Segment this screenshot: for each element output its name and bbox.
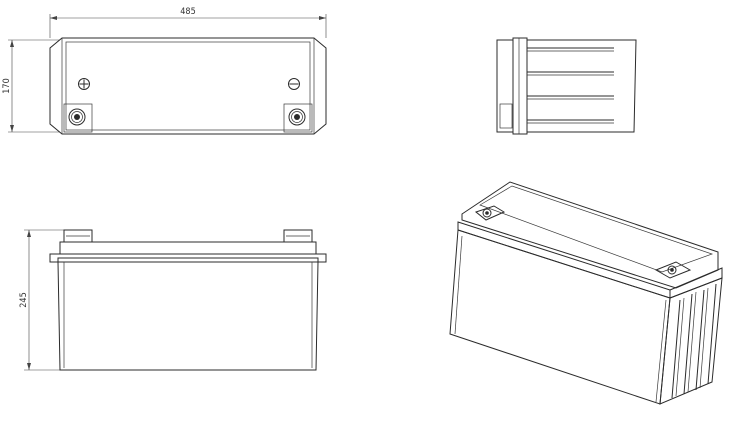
top-view-terminal-right: [288, 108, 306, 126]
iso-lid-panel: [479, 185, 714, 273]
iso-body-front: [449, 229, 671, 405]
iso-body-side: [659, 277, 723, 405]
length-dimension-label: 485: [180, 7, 195, 17]
side-view-lid: [512, 37, 528, 135]
top-view: 485 170: [2, 7, 327, 135]
side-view-body: [526, 39, 637, 133]
front-view-body: [57, 261, 319, 371]
iso-terminal-pocket-left: [474, 205, 506, 221]
positive-polarity-icon: [78, 78, 90, 90]
side-view-terminal: [496, 39, 514, 133]
height-dimension-label: 245: [19, 292, 29, 307]
negative-polarity-icon: [288, 78, 300, 90]
side-view-ribs: [527, 47, 614, 124]
iso-lid-front: [457, 221, 671, 299]
side-view: [496, 37, 637, 135]
isometric-view: [449, 181, 723, 405]
length-dimension: 485: [49, 7, 327, 38]
iso-terminal-left: [482, 208, 492, 218]
front-view: 245: [19, 229, 327, 371]
width-dimension-label: 170: [2, 78, 12, 93]
width-dimension: 170: [2, 39, 60, 133]
iso-terminal-pocket-right: [654, 261, 692, 279]
top-view-outline: [49, 37, 327, 135]
front-view-lid: [59, 241, 317, 255]
top-view-terminal-pocket-left: [63, 103, 93, 133]
iso-terminal-right: [667, 265, 677, 275]
top-view-terminal-left: [68, 108, 86, 126]
height-dimension: 245: [19, 229, 66, 371]
iso-side-ribs: [671, 283, 717, 399]
front-view-lid-lip: [49, 253, 327, 263]
top-view-terminal-pocket-right: [283, 103, 313, 133]
